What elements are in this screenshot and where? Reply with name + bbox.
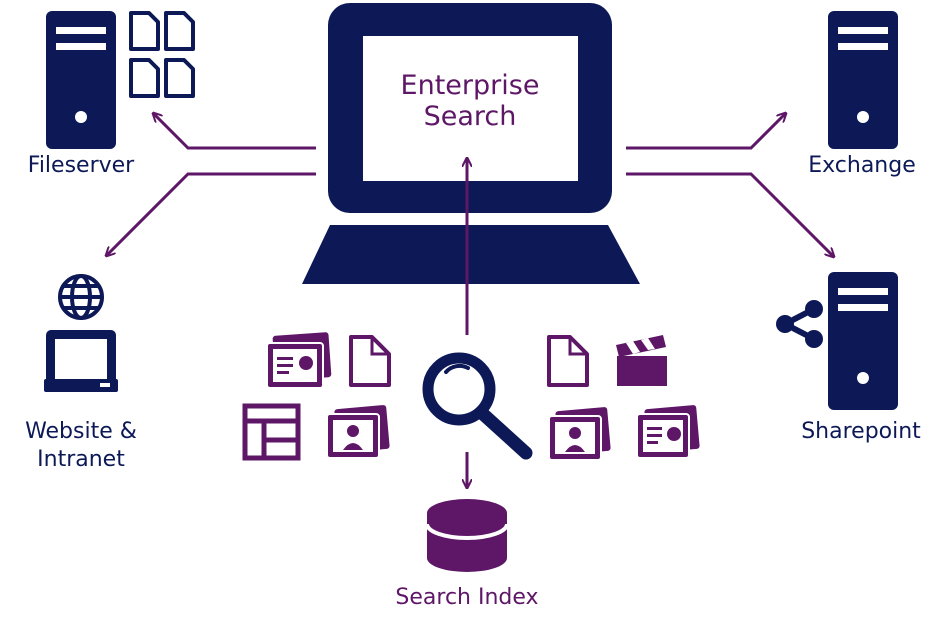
arrow-to-sharepoint [626,172,834,257]
business-card-icon-right [636,405,700,459]
fileserver-server-icon [46,11,116,149]
share-icon [776,300,823,348]
document-icon-right [547,335,589,387]
title-line-1: Enterprise [400,70,540,101]
connector-arrows [106,113,834,488]
contact-card-icon-right [548,407,611,461]
title-line-2: Search [423,101,517,132]
globe-icon [58,274,104,320]
sharepoint-server-icon [828,272,898,410]
contact-card-icon [326,405,390,459]
website-label-line-2: Intranet [37,447,125,472]
website-label: Website & Intranet [11,418,151,474]
sharepoint-label: Sharepoint [801,419,921,444]
exchange-label: Exchange [808,153,916,178]
documents-icon [129,11,195,98]
clapperboard-icon [616,335,667,386]
website-label-line-1: Website & [25,419,137,444]
database-icon [425,499,509,572]
exchange-server-icon [828,11,898,149]
document-icon [349,335,391,387]
enterprise-search-title: Enterprise Search [370,70,570,132]
search-index-label: Search Index [395,585,539,610]
magnifier-icon [422,352,533,460]
monitor-icon [44,330,118,392]
arrow-to-exchange [626,113,786,150]
arrow-to-website [106,172,316,256]
arrow-to-fileserver [153,113,316,150]
layout-icon [242,403,301,461]
business-card-icon [266,332,332,389]
laptop-icon [302,3,640,284]
fileserver-label: Fileserver [27,153,135,178]
